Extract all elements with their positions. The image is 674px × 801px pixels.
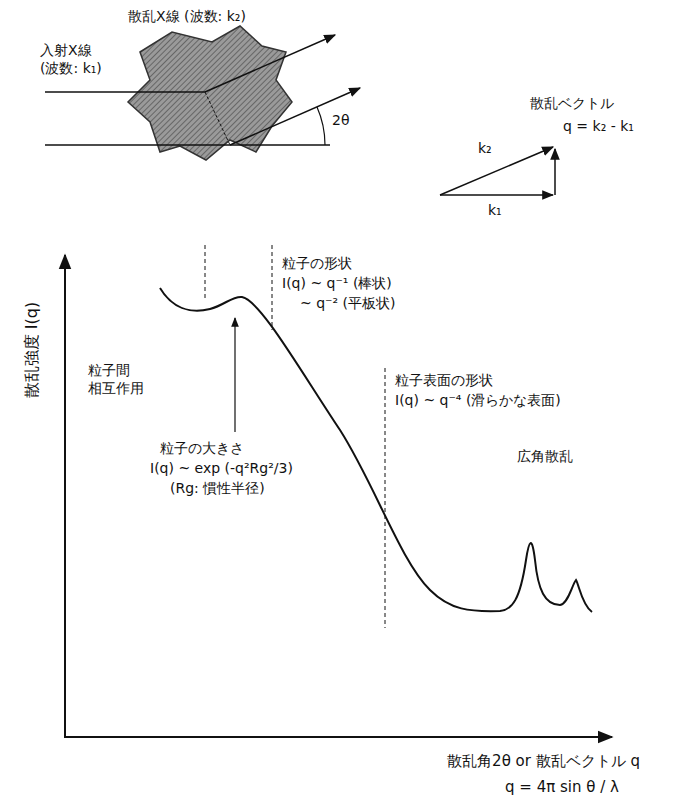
region-label: 粒子表面の形状 [395,372,493,390]
path-difference [205,92,230,145]
formula: I(q) ~ exp (-q²Rg²/3) [150,460,293,478]
pointer-arrow [234,318,235,432]
formula: I(q) ~ q⁻¹ (棒状) [282,275,392,293]
vector-label: 散乱ベクトル [530,95,614,113]
incident-ray [45,144,330,146]
region-divider [272,245,273,330]
axis-label: 散乱角2θ or 散乱ベクトル q [447,752,640,771]
angle-label: 2θ [332,112,349,130]
scattering-curve [160,288,592,612]
x-axis [64,736,612,738]
incident-ray [45,91,205,93]
vector-label: q = k₂ - k₁ [563,118,634,136]
particle-shape [128,26,292,160]
region-label: 粒子の大きさ [160,440,244,458]
vector-label: k₁ [488,202,502,220]
ray-label: 散乱X線 (波数: k₂) [128,8,246,26]
vector-label: k₂ [478,140,492,158]
vector-k1 [440,194,553,196]
y-axis [64,255,66,737]
vector-k2 [440,147,553,195]
formula: I(q) ~ q⁻⁴ (滑らかな表面) [395,392,561,410]
region-divider [205,245,206,300]
formula: ~ q⁻² (平板状) [300,295,395,313]
region-label: 粒子間 相互作用 [88,362,158,397]
scattered-ray [205,35,335,92]
formula: (Rg: 慣性半径) [170,480,265,498]
formula: q = 4π sin θ / λ [505,778,619,797]
axis-label: 散乱強度 I(q) [22,302,42,398]
region-divider [385,368,386,628]
vector-q [554,149,556,195]
angle-arc [317,107,325,145]
ray-label: 入射X線 (波数: k₁) [40,42,120,77]
region-label: 広角散乱 [517,448,573,466]
scattered-ray [230,88,360,145]
region-label: 粒子の形状 [282,255,352,273]
